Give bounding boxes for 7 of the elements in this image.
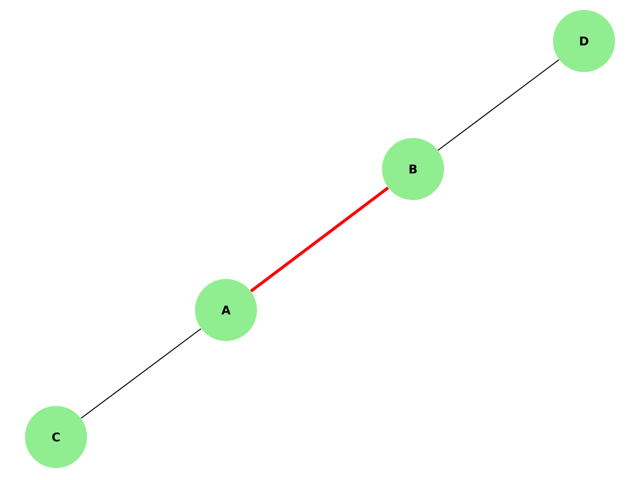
edge-line	[438, 59, 560, 151]
graph-node: A	[195, 279, 257, 341]
graph-node: C	[25, 406, 87, 468]
edge-line	[250, 186, 389, 292]
edge-line	[80, 328, 202, 419]
graph-node: B	[382, 138, 444, 200]
graph-node: D	[553, 10, 615, 72]
